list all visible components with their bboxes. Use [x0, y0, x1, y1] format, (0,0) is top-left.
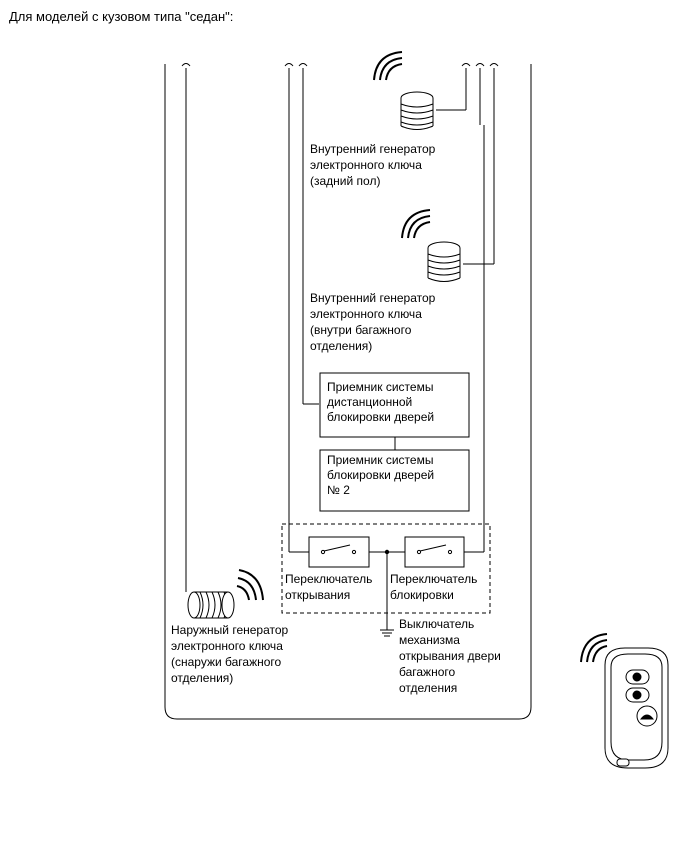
receiver-door-lock-label: Приемник системы блокировки дверей № 2 — [327, 453, 437, 497]
break-mark — [475, 63, 485, 67]
gen-trunk-inside-label: Внутренний генератор электронного ключа … — [310, 291, 439, 353]
receiver-remote-label: Приемник системы дистанционной блокировк… — [327, 380, 437, 424]
antenna-coil-icon — [427, 241, 461, 282]
break-mark — [284, 63, 294, 67]
break-mark — [181, 63, 191, 67]
signal-waves-icon — [580, 633, 608, 663]
gen-outside-label: Наружный генератор электронного ключа (с… — [171, 623, 292, 685]
vehicle-frame — [164, 64, 532, 720]
signal-waves-icon — [373, 51, 403, 81]
switch-lock-label: Переключатель блокировки — [390, 572, 481, 602]
ground-icon — [380, 629, 394, 637]
signal-waves-icon — [401, 209, 431, 239]
switch-open-label: Переключатель открывания — [285, 572, 376, 602]
open-switch — [308, 536, 370, 568]
lock-switch — [404, 536, 465, 568]
break-mark — [461, 63, 471, 67]
gen-rear-floor-label: Внутренний генератор электронного ключа … — [310, 142, 439, 188]
antenna-coil-icon — [187, 591, 235, 619]
trunk-switch-label: Выключатель механизма открывания двери б… — [399, 617, 504, 695]
smart-key-icon — [604, 647, 669, 769]
break-mark — [489, 63, 499, 67]
break-mark — [298, 63, 308, 67]
heading: Для моделей с кузовом типа "седан": — [9, 9, 234, 24]
door-lock-receiver-box — [319, 449, 470, 512]
junction-dot — [384, 549, 390, 555]
switch-group-box — [281, 523, 491, 614]
signal-waves-icon — [236, 569, 264, 601]
antenna-coil-icon — [400, 91, 434, 130]
remote-receiver-box — [319, 372, 470, 438]
